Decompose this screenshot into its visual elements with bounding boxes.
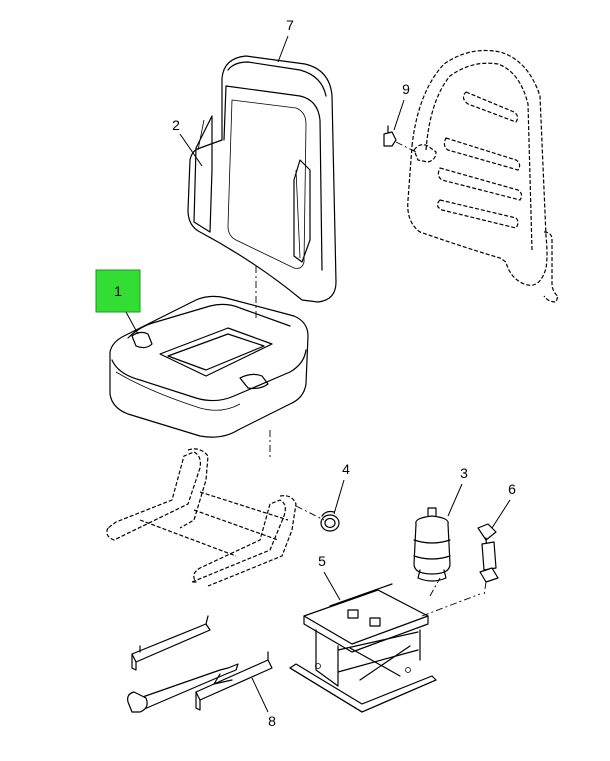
callout-6[interactable]: 6 <box>491 481 516 529</box>
callout-8-label: 8 <box>268 713 276 729</box>
callout-8[interactable]: 8 <box>251 677 276 729</box>
callout-4-label: 4 <box>342 461 350 477</box>
callout-2[interactable]: 2 <box>172 117 203 167</box>
slide-rails-part-8[interactable] <box>127 615 273 713</box>
seat-back-cushion[interactable] <box>187 55 337 303</box>
callout-4[interactable]: 4 <box>333 461 350 515</box>
callout-1-highlight <box>95 269 141 313</box>
clip-part-9[interactable] <box>383 125 417 153</box>
callout-2-label: 2 <box>172 117 180 133</box>
assembly-centerlines <box>255 266 325 521</box>
suspension-base-part-5[interactable] <box>289 577 481 713</box>
callout-9-label: 9 <box>402 81 410 97</box>
seat-cushion[interactable] <box>109 295 309 438</box>
knob-part-4[interactable] <box>320 510 340 532</box>
shock-absorber-part-6[interactable] <box>477 523 499 597</box>
callout-5[interactable]: 5 <box>318 553 341 601</box>
callout-5-label: 5 <box>318 553 326 569</box>
callout-7[interactable]: 7 <box>277 17 294 63</box>
callout-1[interactable]: 1 <box>95 269 141 335</box>
callout-1-label: 1 <box>114 283 122 299</box>
callout-7-label: 7 <box>286 17 294 33</box>
air-spring-part-3[interactable] <box>413 507 451 582</box>
callout-3-label: 3 <box>460 465 468 481</box>
callout-6-label: 6 <box>508 481 516 497</box>
seat-frame[interactable] <box>106 448 297 587</box>
callout-3[interactable]: 3 <box>447 465 468 517</box>
callout-9[interactable]: 9 <box>393 81 410 131</box>
seat-back-frame[interactable] <box>407 49 559 303</box>
